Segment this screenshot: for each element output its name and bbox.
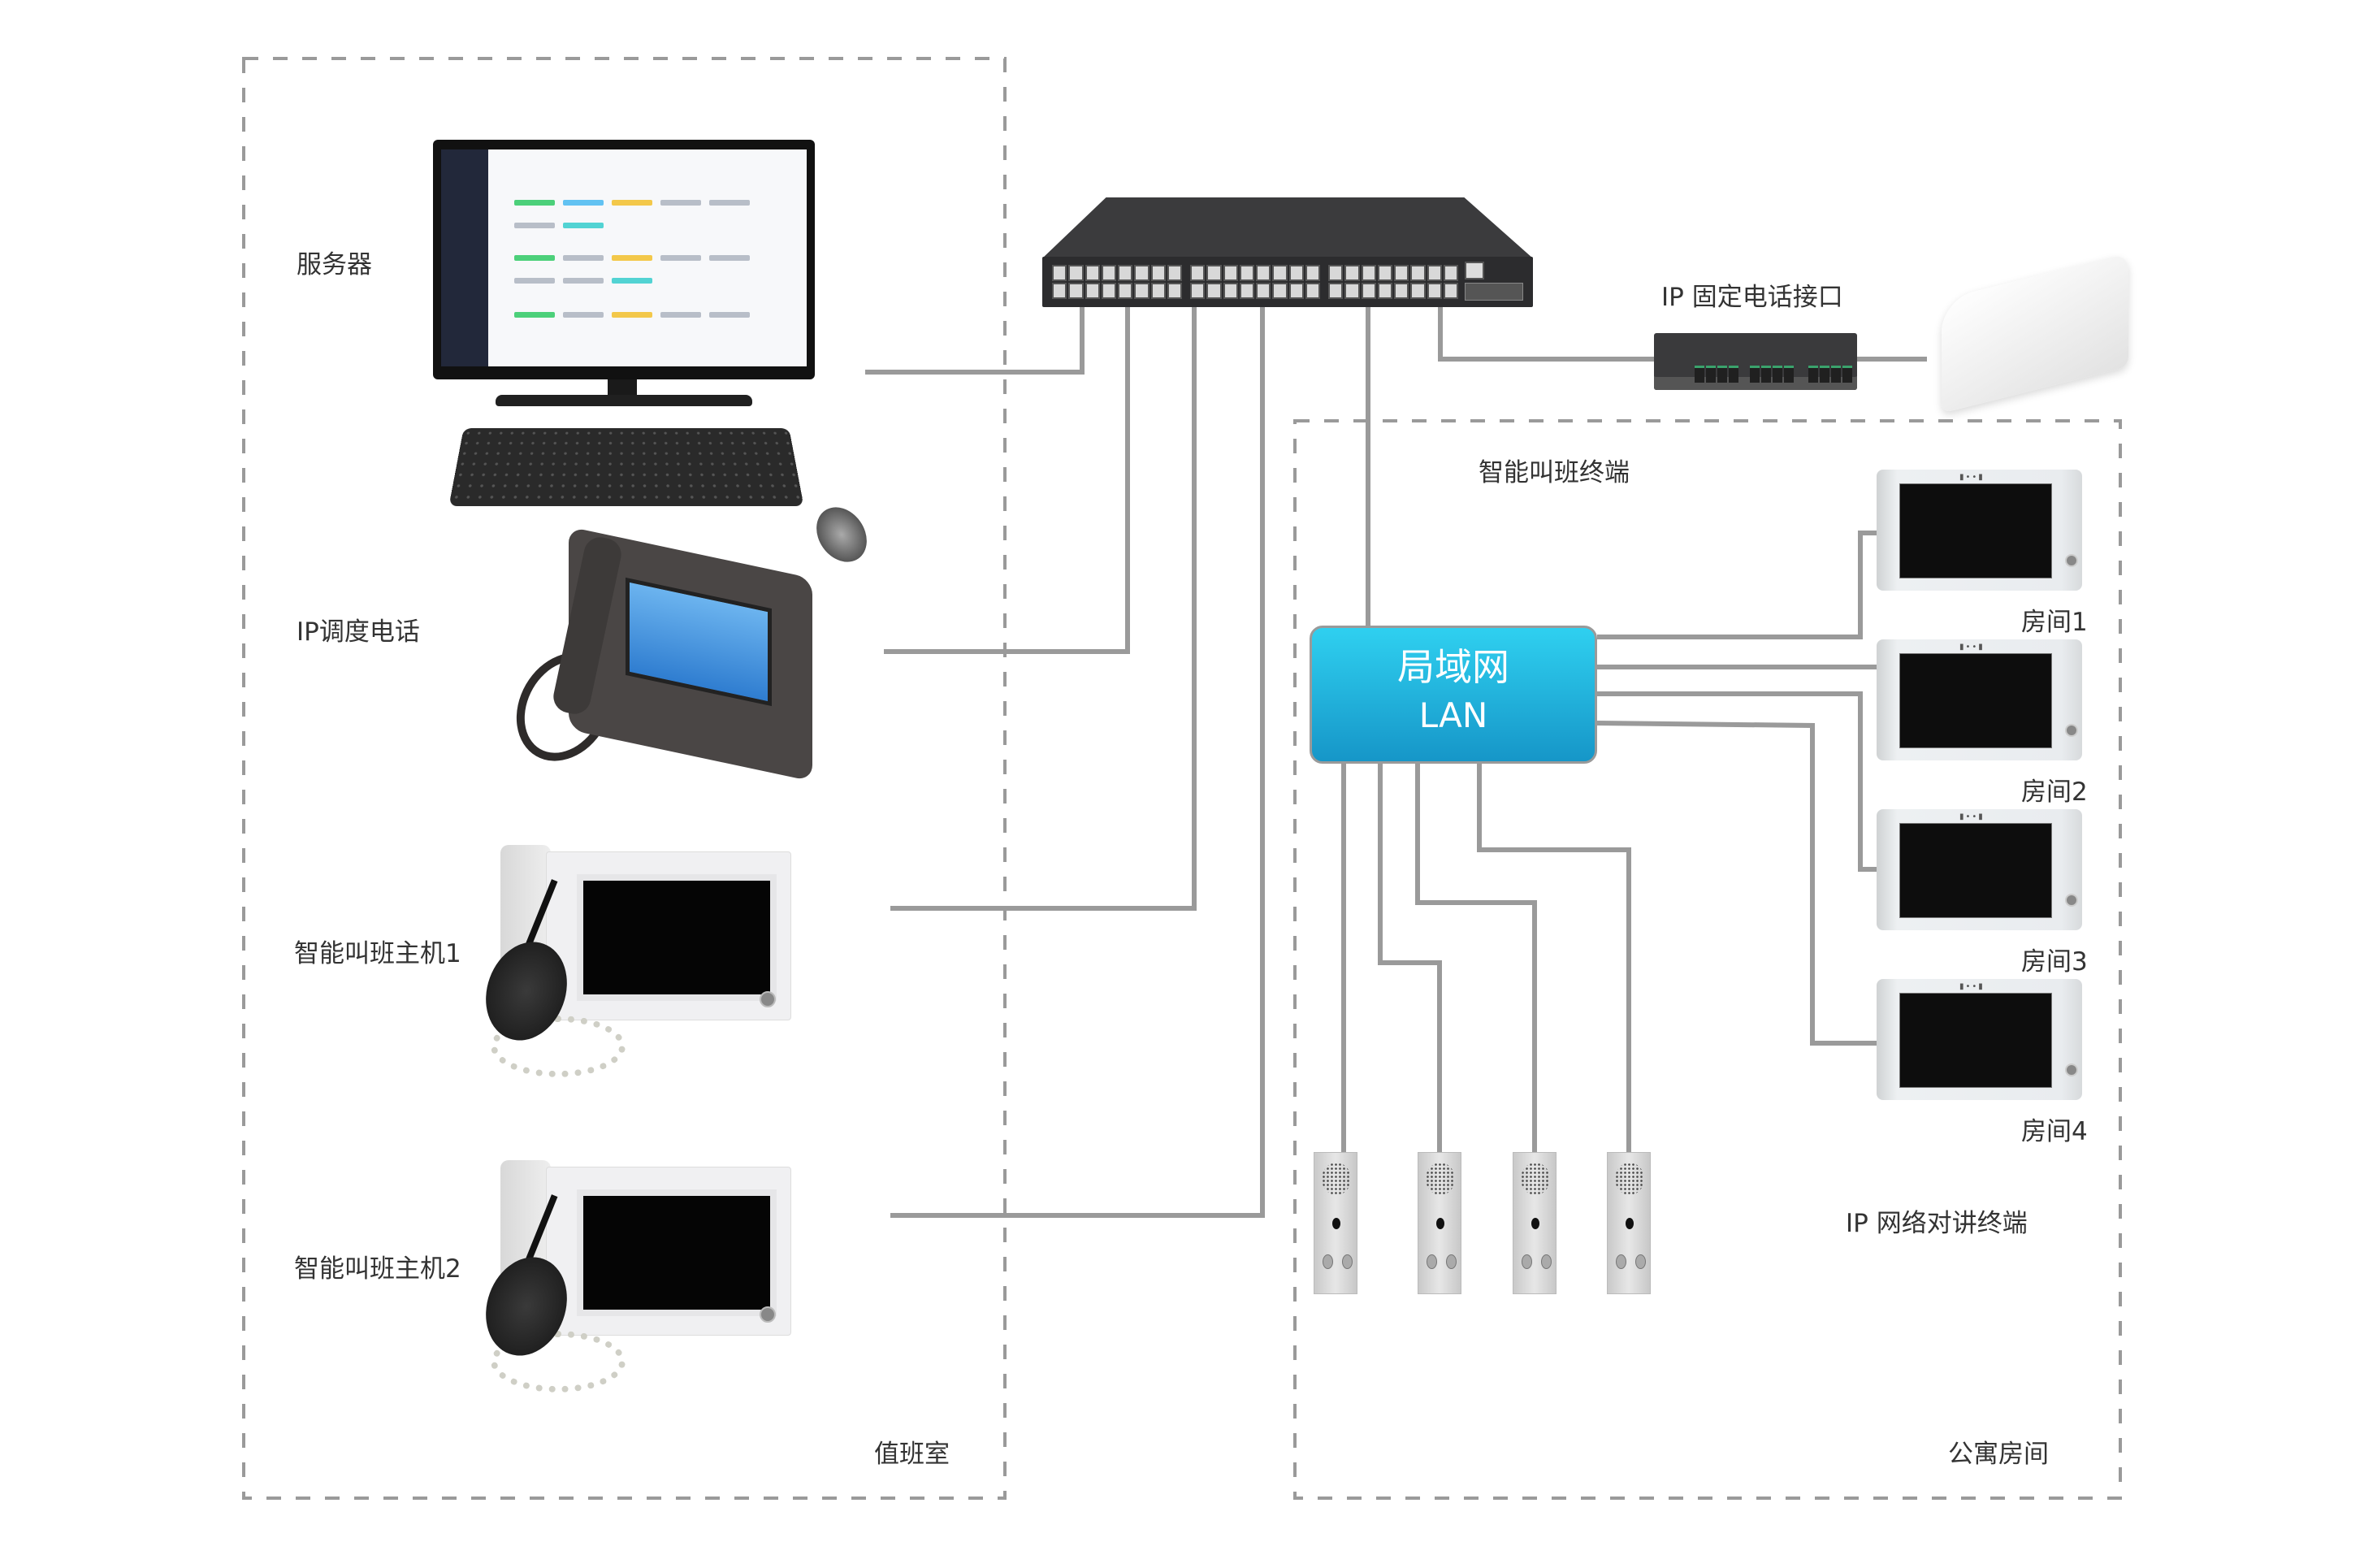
room-4-label: 房间4 bbox=[2021, 1117, 2088, 1146]
wire-server bbox=[865, 306, 1085, 375]
terminal-room-3-icon[interactable]: ▮••▮ bbox=[1877, 809, 2082, 930]
terminal-group-label: 智能叫班终端 bbox=[1479, 458, 1630, 487]
keyboard-icon bbox=[448, 428, 804, 507]
terminal-room-1-icon[interactable]: ▮••▮ bbox=[1877, 470, 2082, 591]
wire-room-3 bbox=[1597, 691, 1877, 872]
room-2-label: 房间2 bbox=[2021, 778, 2088, 807]
intercom-group-label: IP 网络对讲终端 bbox=[1846, 1209, 2028, 1238]
room-1-label: 房间1 bbox=[2021, 608, 2088, 637]
voice-gateway-icon[interactable] bbox=[1654, 333, 1857, 390]
intercom-1-icon[interactable] bbox=[1314, 1152, 1357, 1294]
apartment-label: 公寓房间 bbox=[1948, 1440, 2049, 1469]
lan-title: 局域网 bbox=[1397, 645, 1509, 689]
monitor-base bbox=[496, 395, 752, 406]
terminal-room-4-icon[interactable]: ▮••▮ bbox=[1877, 979, 2082, 1100]
duty-room-zone bbox=[242, 57, 1007, 1500]
console-1-label: 智能叫班主机1 bbox=[294, 939, 461, 968]
lan-hub[interactable]: 局域网 LAN bbox=[1310, 626, 1597, 764]
terminal-room-2-icon[interactable]: ▮••▮ bbox=[1877, 639, 2082, 760]
desk-phone-icon[interactable] bbox=[497, 526, 829, 782]
intercom-2-icon[interactable] bbox=[1418, 1152, 1461, 1294]
wire-console-2 bbox=[890, 306, 1265, 1218]
gateway-label: IP 固定电话接口 bbox=[1661, 283, 1843, 312]
intercom-4-icon[interactable] bbox=[1607, 1152, 1651, 1294]
apartment-zone bbox=[1293, 419, 2122, 1500]
wire-gateway bbox=[1438, 306, 1654, 362]
server-label: 服务器 bbox=[297, 250, 372, 279]
lan-subtitle: LAN bbox=[1418, 695, 1488, 735]
wire-intercom-3 bbox=[1415, 764, 1537, 1152]
duty-room-label: 值班室 bbox=[874, 1440, 950, 1469]
intercom-3-icon[interactable] bbox=[1513, 1152, 1557, 1294]
switch-top bbox=[1042, 197, 1533, 258]
ip-phone-label: IP调度电话 bbox=[297, 617, 420, 647]
wire-console-1 bbox=[890, 306, 1197, 911]
monitor bbox=[433, 140, 815, 379]
room-3-label: 房间3 bbox=[2021, 947, 2088, 977]
wire-ip-phone bbox=[884, 306, 1130, 654]
console-2-label: 智能叫班主机2 bbox=[294, 1254, 461, 1284]
switch-front bbox=[1042, 257, 1533, 307]
wire-intercom-2 bbox=[1378, 764, 1442, 1152]
console-2-icon[interactable] bbox=[472, 1160, 837, 1404]
wire-intercom-4 bbox=[1477, 764, 1631, 1152]
wire-room-1 bbox=[1597, 531, 1877, 639]
wire-room-4 bbox=[1596, 721, 1877, 1046]
console-1-icon[interactable] bbox=[472, 845, 837, 1089]
